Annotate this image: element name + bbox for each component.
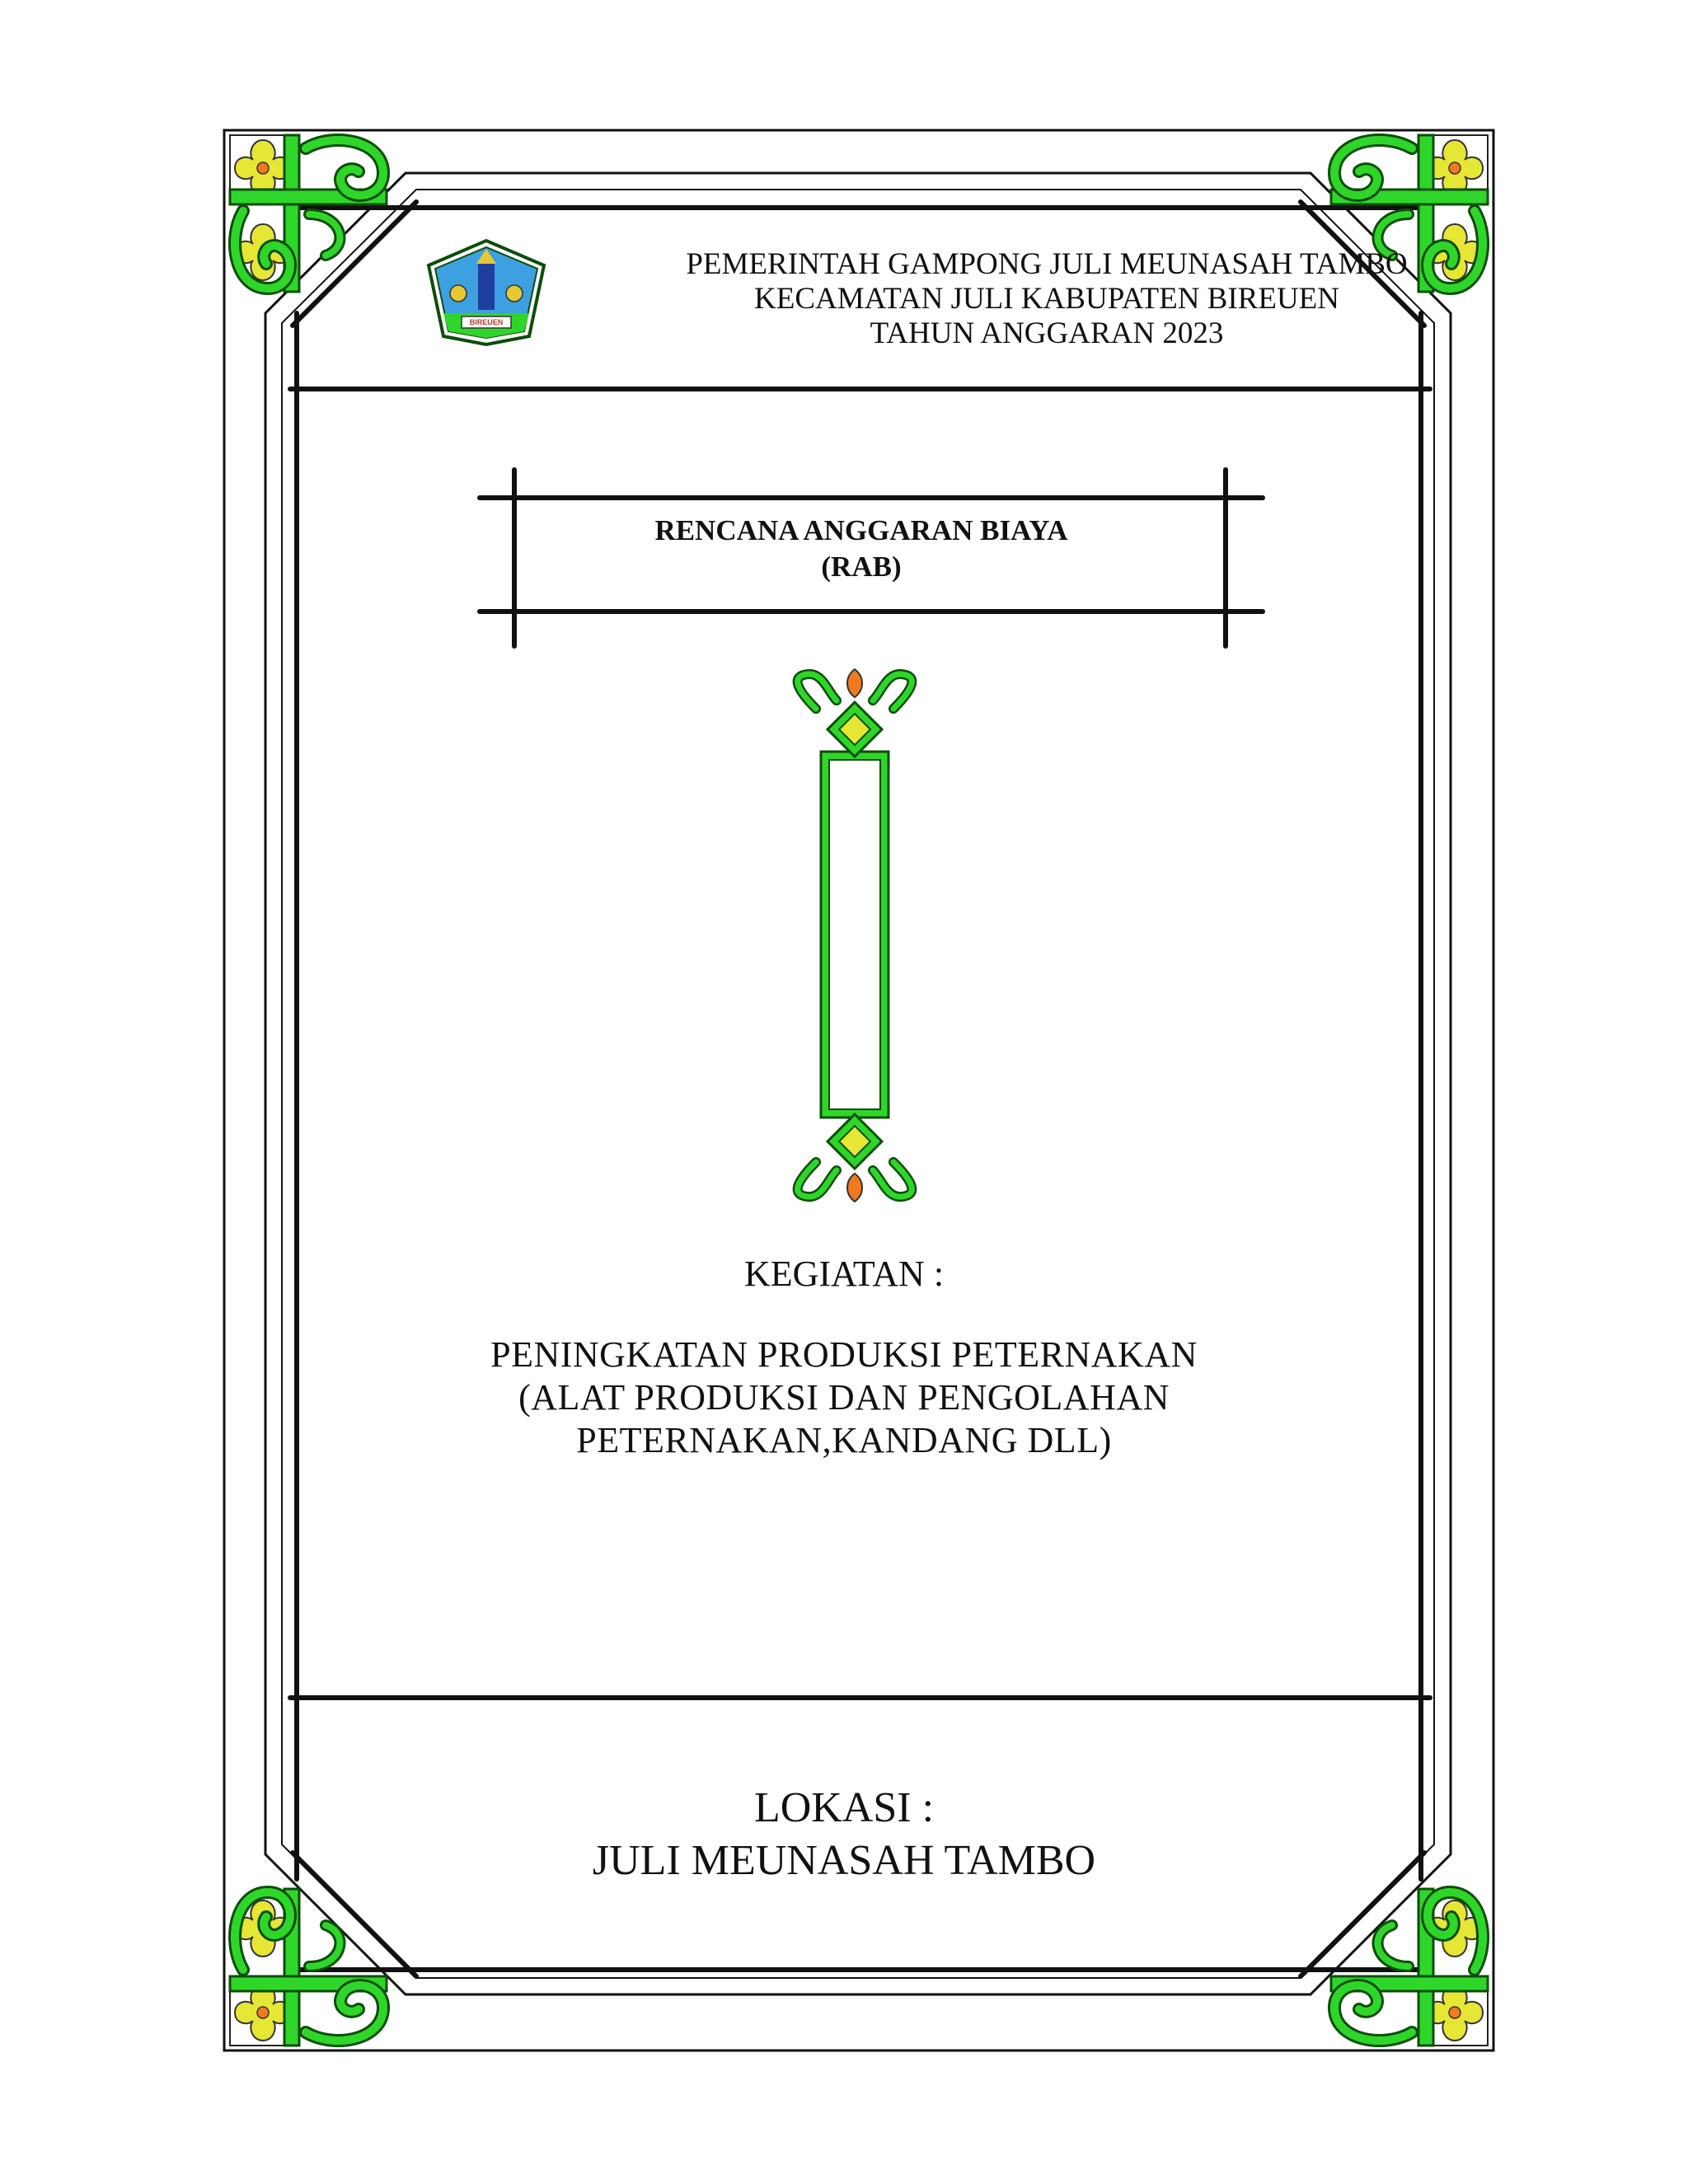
title-line: (RAB) <box>821 551 902 583</box>
lokasi-value: JULI MEUNASAH TAMBO <box>592 1837 1096 1884</box>
octagon-frame-outer <box>264 171 1452 1996</box>
header: PEMERINTAH GAMPONG JULI MEUNASAH TAMBO K… <box>503 247 1591 351</box>
kegiatan-line: PETERNAKAN,KANDANG DLL) <box>576 1420 1112 1460</box>
kegiatan-line: (ALAT PRODUKSI DAN PENGOLAHAN <box>518 1377 1170 1418</box>
title-line: RENCANA ANGGARAN BIAYA <box>654 514 1068 546</box>
outer-border <box>223 129 1495 2052</box>
corner-ornament-top-left <box>230 135 387 292</box>
lokasi-section: LOKASI : JULI MEUNASAH TAMBO <box>247 1782 1441 1887</box>
kegiatan-label: KEGIATAN : <box>743 1254 945 1294</box>
header-line: PEMERINTAH GAMPONG JULI MEUNASAH TAMBO <box>686 247 1408 281</box>
lokasi-label: LOKASI : <box>753 1784 935 1831</box>
inner-frame-lines <box>288 199 1432 1979</box>
document-title: RENCANA ANGGARAN BIAYA (RAB) <box>511 513 1212 585</box>
bireuen-emblem-logo <box>426 238 546 347</box>
kegiatan-description: PENINGKATAN PRODUKSI PETERNAKAN (ALAT PR… <box>247 1333 1441 1462</box>
emblem-caption: BIREUEN <box>469 318 504 326</box>
header-line: KECAMATAN JULI KABUPATEN BIREUEN <box>754 282 1339 316</box>
kegiatan-line: PENINGKATAN PRODUKSI PETERNAKAN <box>490 1334 1198 1375</box>
rab-box <box>477 467 1265 649</box>
header-line: TAHUN ANGGARAN 2023 <box>870 316 1224 350</box>
center-ornament <box>792 668 917 1203</box>
